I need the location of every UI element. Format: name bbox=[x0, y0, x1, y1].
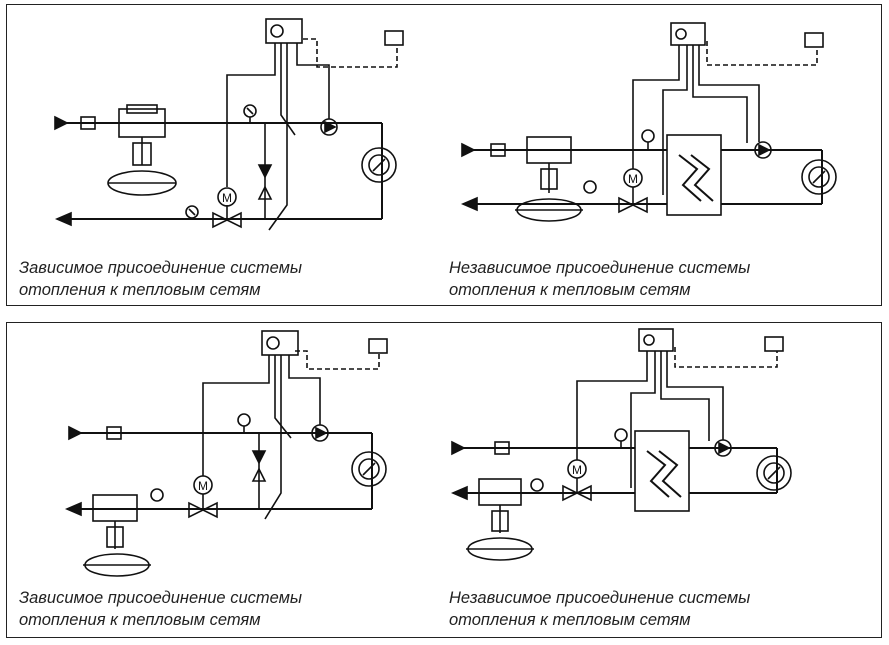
pressure-gauge-icon bbox=[641, 129, 655, 143]
radiator-icon bbox=[351, 451, 387, 487]
strainer-icon bbox=[106, 426, 122, 440]
supply-arrow-icon bbox=[68, 425, 83, 441]
supply-arrow-icon bbox=[451, 440, 466, 456]
controller-icon bbox=[638, 328, 674, 352]
dependent-scheme-top: M bbox=[54, 18, 404, 231]
radiator-icon bbox=[361, 147, 397, 183]
radiator-icon bbox=[801, 159, 837, 195]
dependent-scheme-bottom: M bbox=[64, 330, 388, 577]
caption-line: Зависимое присоединение системы bbox=[19, 259, 303, 277]
caption-line: Независимое присоединение системы bbox=[449, 589, 751, 607]
pressure-regulator-icon bbox=[83, 494, 151, 577]
controller-icon bbox=[261, 330, 299, 356]
controller-icon bbox=[265, 18, 303, 44]
return-arrow-icon bbox=[64, 501, 82, 517]
caption-independent-bottom: Независимое присоединение системы отопле… bbox=[449, 587, 750, 631]
motor-label: M bbox=[198, 479, 208, 493]
heat-exchanger-icon bbox=[634, 430, 690, 512]
pressure-gauge-icon bbox=[614, 428, 628, 442]
caption-line: Зависимое присоединение системы bbox=[19, 589, 303, 607]
bottom-panel: M bbox=[6, 322, 882, 638]
caption-line: отопления к тепловым сетям bbox=[19, 281, 261, 299]
pressure-gauge-icon bbox=[185, 205, 199, 219]
pressure-gauge-icon bbox=[583, 180, 597, 194]
pressure-regulator-icon bbox=[515, 136, 583, 222]
check-valve-icon bbox=[251, 450, 267, 465]
caption-line: отопления к тепловым сетям bbox=[449, 611, 691, 629]
caption-line: отопления к тепловым сетям bbox=[19, 611, 261, 629]
sensor-icon bbox=[804, 32, 824, 48]
pressure-regulator-icon bbox=[107, 104, 177, 196]
return-arrow-icon bbox=[54, 211, 72, 227]
return-arrow-icon bbox=[460, 196, 478, 212]
motor-valve-icon bbox=[212, 187, 242, 229]
strainer-icon bbox=[80, 116, 96, 130]
sensor-icon bbox=[384, 30, 404, 46]
supply-arrow-icon bbox=[461, 142, 476, 158]
motor-label: M bbox=[628, 172, 638, 186]
pump-icon bbox=[754, 141, 772, 159]
motor-label: M bbox=[222, 191, 232, 205]
sensor-icon bbox=[368, 338, 388, 354]
independent-scheme-top: M bbox=[460, 22, 837, 222]
controller-icon bbox=[670, 22, 706, 46]
check-valve-icon bbox=[257, 164, 273, 179]
caption-dependent-bottom: Зависимое присоединение системы отоплени… bbox=[19, 587, 302, 631]
motor-label: M bbox=[572, 463, 582, 477]
strainer-icon bbox=[490, 143, 506, 157]
caption-line: Независимое присоединение системы bbox=[449, 259, 751, 277]
strainer-icon bbox=[494, 441, 510, 455]
pressure-gauge-icon bbox=[150, 488, 164, 502]
supply-arrow-icon bbox=[54, 115, 69, 131]
top-panel: M bbox=[6, 4, 882, 306]
caption-dependent-top: Зависимое присоединение системы отоплени… bbox=[19, 257, 302, 301]
radiator-icon bbox=[756, 455, 792, 491]
pressure-gauge-icon bbox=[530, 478, 544, 492]
sensor-icon bbox=[764, 336, 784, 352]
caption-line: отопления к тепловым сетям bbox=[449, 281, 691, 299]
caption-independent-top: Независимое присоединение системы отопле… bbox=[449, 257, 750, 301]
pressure-regulator-icon bbox=[466, 478, 534, 561]
return-arrow-icon bbox=[450, 485, 468, 501]
independent-scheme-bottom: M bbox=[450, 328, 792, 561]
heat-exchanger-icon bbox=[666, 134, 722, 216]
